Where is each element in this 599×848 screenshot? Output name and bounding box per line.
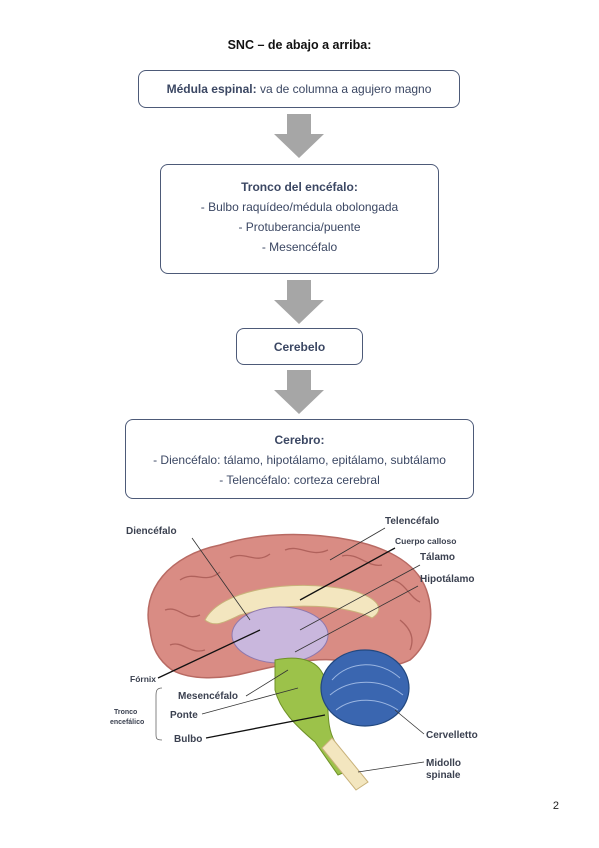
cerebro-item-telencefalo: - Telencéfalo: corteza cerebral <box>219 473 380 487</box>
label-diencefalo: Diencéfalo <box>126 526 177 537</box>
tronco-head: Tronco del encéfalo: <box>241 180 358 194</box>
tronco-brace <box>155 687 163 741</box>
label-midollo-line1: Midollo <box>426 758 461 769</box>
label-fornix: Fórnix <box>130 674 156 684</box>
label-bulbo: Bulbo <box>174 734 202 745</box>
label-cuerpo-calloso: Cuerpo calloso <box>395 536 456 546</box>
label-midollo-line2: spinale <box>426 770 461 781</box>
label-mesencefalo: Mesencéfalo <box>178 691 238 702</box>
down-arrow-3 <box>274 370 324 414</box>
cerebro-head: Cerebro: <box>274 433 325 447</box>
page-number: 2 <box>552 800 559 812</box>
medula-espinal-box: Médula espinal: va de columna a agujero … <box>138 70 460 108</box>
tronco-item-protuberancia: - Protuberancia/puente <box>238 220 361 234</box>
spinal-cord-shape <box>321 737 369 791</box>
gyri-lines <box>164 547 421 652</box>
cerebro-box: Cerebro: - Diencéfalo: tálamo, hipotálam… <box>125 419 474 499</box>
down-arrow-2 <box>274 280 324 324</box>
tronco-item-mesencefalo: - Mesencéfalo <box>261 240 338 254</box>
label-tronco-line2: encefálico <box>110 719 144 726</box>
label-tronco-line1: Tronco <box>114 709 137 716</box>
cerebelo-box: Cerebelo <box>236 328 363 365</box>
tronco-item-bulbo: - Bulbo raquídeo/médula obolongada <box>200 200 399 214</box>
page-title: SNC – de abajo a arriba: <box>227 38 372 52</box>
label-hipotalamo: Hipotálamo <box>420 574 474 585</box>
label-telencefalo: Telencéfalo <box>385 516 439 527</box>
brain-sagittal-illustration: Diencéfalo Telencéfalo Cuerpo calloso Tá… <box>110 516 478 791</box>
cerebellum-shape <box>320 649 410 727</box>
tronco-encefalo-box: Tronco del encéfalo: - Bulbo raquídeo/mé… <box>160 164 439 274</box>
cerebro-item-diencefalo: - Diencéfalo: tálamo, hipotálamo, epitál… <box>153 453 446 467</box>
label-ponte: Ponte <box>170 710 198 721</box>
cerebellum-folia <box>329 664 404 711</box>
medula-espinal-label: Médula espinal: <box>166 82 257 96</box>
label-cervelletto: Cervelletto <box>426 730 478 741</box>
label-talamo: Tálamo <box>420 552 455 563</box>
medula-espinal-text: va de columna a agujero magno <box>256 82 432 96</box>
cerebelo-label: Cerebelo <box>273 339 326 354</box>
corpus-callosum-shape <box>204 584 380 625</box>
down-arrow-1 <box>274 114 324 158</box>
